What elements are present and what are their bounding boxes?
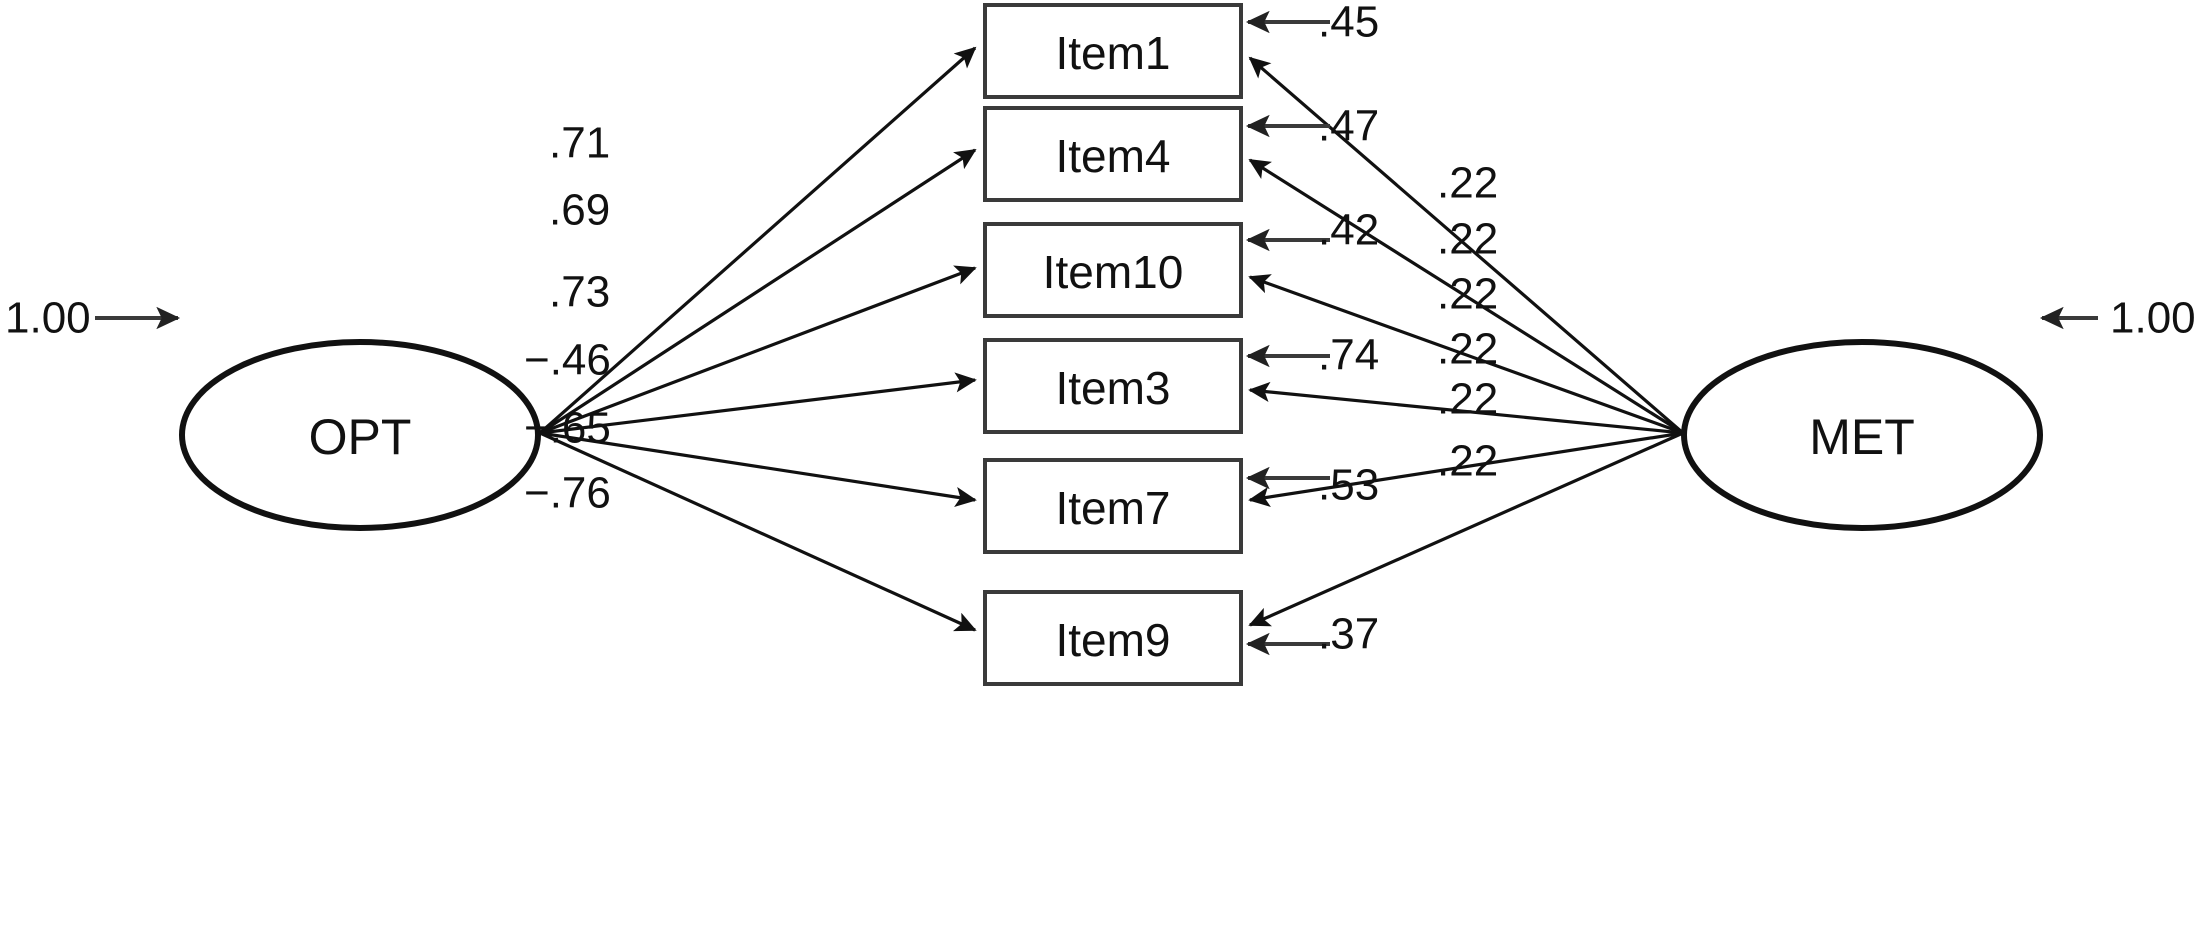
met-variance-label: 1.00 xyxy=(2110,294,2196,343)
indicator-item1[interactable]: Item1 xyxy=(983,3,1243,99)
indicator-item3[interactable]: Item3 xyxy=(983,338,1243,434)
met-label: MET xyxy=(1809,409,1915,465)
opt-to-item3-path xyxy=(539,372,977,435)
met-loading-item10-label: .22 xyxy=(1437,270,1498,319)
opt-ellipse[interactable] xyxy=(179,339,541,531)
residual-arrows xyxy=(1245,10,1330,656)
opt-loading-item1-label: .71 xyxy=(549,119,610,168)
indicator-item4[interactable]: Item4 xyxy=(983,106,1243,202)
opt-loading-item9-label: −.76 xyxy=(524,469,611,518)
met-to-item7-path xyxy=(1248,431,1684,507)
item1-box[interactable] xyxy=(983,3,1243,99)
opt-loading-item3-label: −.46 xyxy=(524,336,611,385)
met-ellipse[interactable] xyxy=(1681,339,2043,531)
opt-loading-item7-label: −.65 xyxy=(524,404,611,453)
item10-box[interactable] xyxy=(983,222,1243,318)
opt-to-item4-path xyxy=(539,148,977,435)
met-loading-paths xyxy=(1248,56,1685,627)
item9-label: Item9 xyxy=(1055,614,1170,666)
residual-item1-label: .45 xyxy=(1318,0,1379,47)
indicator-item10[interactable]: Item10 xyxy=(983,222,1243,318)
item4-box[interactable] xyxy=(983,106,1243,202)
opt-loading-item10-label: .73 xyxy=(549,268,610,317)
residual-labels: .45 .47 .42 .74 .53 .37 xyxy=(1318,0,1379,659)
met-loading-labels: .22 .22 .22 .22 .22 .22 xyxy=(1437,159,1498,486)
opt-loading-item4-label: .69 xyxy=(549,186,610,235)
latent-met[interactable]: MET xyxy=(1681,339,2043,531)
met-to-item9-path xyxy=(1248,431,1684,627)
item3-label: Item3 xyxy=(1055,362,1170,414)
met-loading-item9-label: .22 xyxy=(1437,437,1498,486)
opt-label: OPT xyxy=(309,409,412,465)
item7-label: Item7 xyxy=(1055,482,1170,534)
met-to-item3-path xyxy=(1248,381,1684,435)
residual-item9-label: .37 xyxy=(1318,610,1379,659)
opt-to-item1-path xyxy=(538,46,977,435)
item10-label: Item10 xyxy=(1043,246,1184,298)
residual-item7-label: .53 xyxy=(1318,461,1379,510)
residual-item10-label: .42 xyxy=(1318,206,1379,255)
indicator-item7[interactable]: Item7 xyxy=(983,458,1243,554)
indicator-item9[interactable]: Item9 xyxy=(983,590,1243,686)
item3-box[interactable] xyxy=(983,338,1243,434)
met-to-item4-path xyxy=(1248,158,1684,435)
opt-to-item10-path xyxy=(539,265,977,435)
latent-variance-labels: 1.00 1.00 xyxy=(5,294,2196,343)
opt-loading-labels: .71 .69 .73 −.46 −.65 −.76 xyxy=(524,119,611,518)
item1-label: Item1 xyxy=(1055,27,1170,79)
met-loading-item4-label: .22 xyxy=(1437,215,1498,264)
residual-item4-label: .47 xyxy=(1318,102,1379,151)
opt-to-item7-path xyxy=(539,431,977,507)
met-loading-item7-label: .22 xyxy=(1437,375,1498,424)
item4-label: Item4 xyxy=(1055,130,1170,182)
met-loading-item3-label: .22 xyxy=(1437,325,1498,374)
residual-item3-label: .74 xyxy=(1318,331,1379,380)
opt-loading-paths xyxy=(538,46,977,632)
item9-box[interactable] xyxy=(983,590,1243,686)
met-to-item10-path xyxy=(1248,274,1684,435)
latent-opt[interactable]: OPT xyxy=(179,339,541,531)
item7-box[interactable] xyxy=(983,458,1243,554)
opt-variance-label: 1.00 xyxy=(5,294,91,343)
opt-to-item9-path xyxy=(539,431,977,632)
met-to-item1-path xyxy=(1248,56,1685,435)
met-loading-item1-label: .22 xyxy=(1437,159,1498,208)
